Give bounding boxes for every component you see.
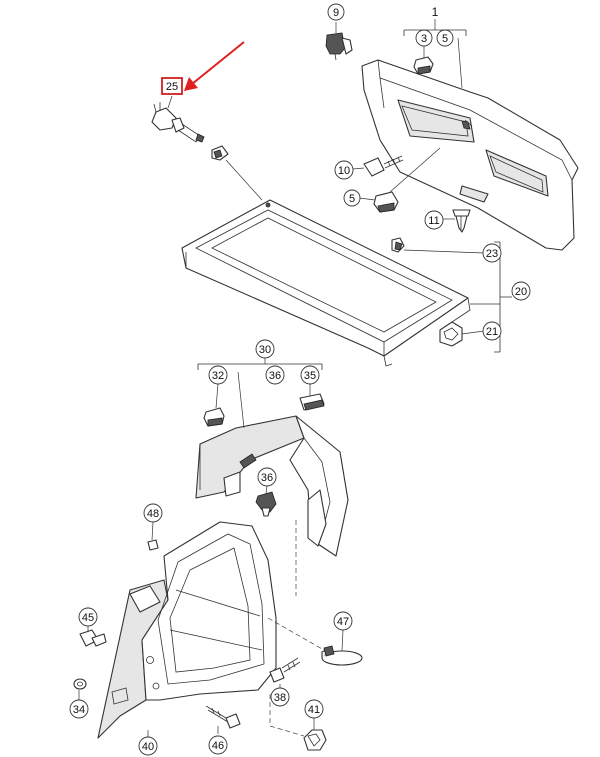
clip-part-36-lower [255,491,277,517]
svg-text:1: 1 [432,5,439,19]
screw-part-38 [269,657,301,683]
pivot-pin-part-25 [151,102,205,143]
svg-text:36: 36 [269,370,281,382]
callout-25: 25 [161,77,183,95]
tailgate-trim-panel [361,59,579,251]
svg-text:38: 38 [274,692,286,704]
svg-text:35: 35 [304,370,316,382]
screw-part-10 [363,155,404,177]
cord-eyelet-part-23 [391,237,405,253]
svg-text:20: 20 [515,286,527,298]
clip-part-41 [303,729,327,751]
callout-36-upper: 36 [265,365,285,385]
svg-text:45: 45 [82,612,94,624]
clip-part-32 [203,407,225,427]
callout-1: 1 [432,5,439,19]
side-trim-part-30 [195,415,349,557]
callout-46: 46 [208,735,228,755]
clip-part-9 [325,32,353,61]
callout-5-upper: 5 [436,29,454,47]
svg-text:41: 41 [308,704,320,716]
push-pin-part-45 [79,629,107,647]
svg-text:32: 32 [212,370,224,382]
svg-text:23: 23 [486,248,498,260]
callout-36-lower: 36 [257,467,277,487]
red-pointer-arrow [184,41,245,91]
callout-41: 41 [304,699,324,719]
clip-part-48 [147,539,159,551]
highlight-box [161,77,183,95]
callout-34: 34 [69,699,89,719]
screw-part-46 [205,705,241,729]
svg-text:30: 30 [259,344,271,356]
callout-35: 35 [300,365,320,385]
svg-text:3: 3 [421,33,427,45]
callout-10: 10 [334,160,354,180]
clip-part-5-lower [373,191,399,213]
callout-40: 40 [138,736,158,756]
svg-text:5: 5 [442,33,448,45]
callout-11: 11 [424,210,444,230]
clamp-part-47 [321,645,363,666]
svg-text:9: 9 [333,7,339,19]
shelf-cord-clip [211,145,229,161]
callout-9: 9 [327,3,345,21]
clip-part-35 [299,393,325,411]
svg-text:5: 5 [349,193,355,205]
svg-text:40: 40 [142,741,154,753]
svg-text:48: 48 [147,508,159,520]
clip-part-21 [439,321,463,347]
callout-5-lower: 5 [343,189,361,207]
callout-30: 30 [255,339,275,359]
callout-20: 20 [511,281,531,301]
svg-text:47: 47 [337,616,349,628]
svg-text:21: 21 [486,326,498,338]
parcel-shelf [181,199,471,367]
svg-text:25: 25 [166,81,178,93]
washer-part-34 [73,678,87,690]
clip-part-3 [413,56,434,75]
svg-text:10: 10 [338,165,350,177]
callout-32: 32 [208,365,228,385]
callout-48: 48 [143,503,163,523]
svg-text:46: 46 [212,740,224,752]
callout-38: 38 [270,687,290,707]
svg-text:36: 36 [261,472,273,484]
callout-21: 21 [482,321,502,341]
callout-3: 3 [415,29,433,47]
lower-side-trim-part-40 [97,521,277,739]
callout-47: 47 [333,611,353,631]
svg-text:11: 11 [428,215,439,227]
callout-45: 45 [78,607,98,627]
clip-part-11 [452,209,471,233]
svg-text:34: 34 [73,704,85,716]
callout-23: 23 [482,243,502,263]
